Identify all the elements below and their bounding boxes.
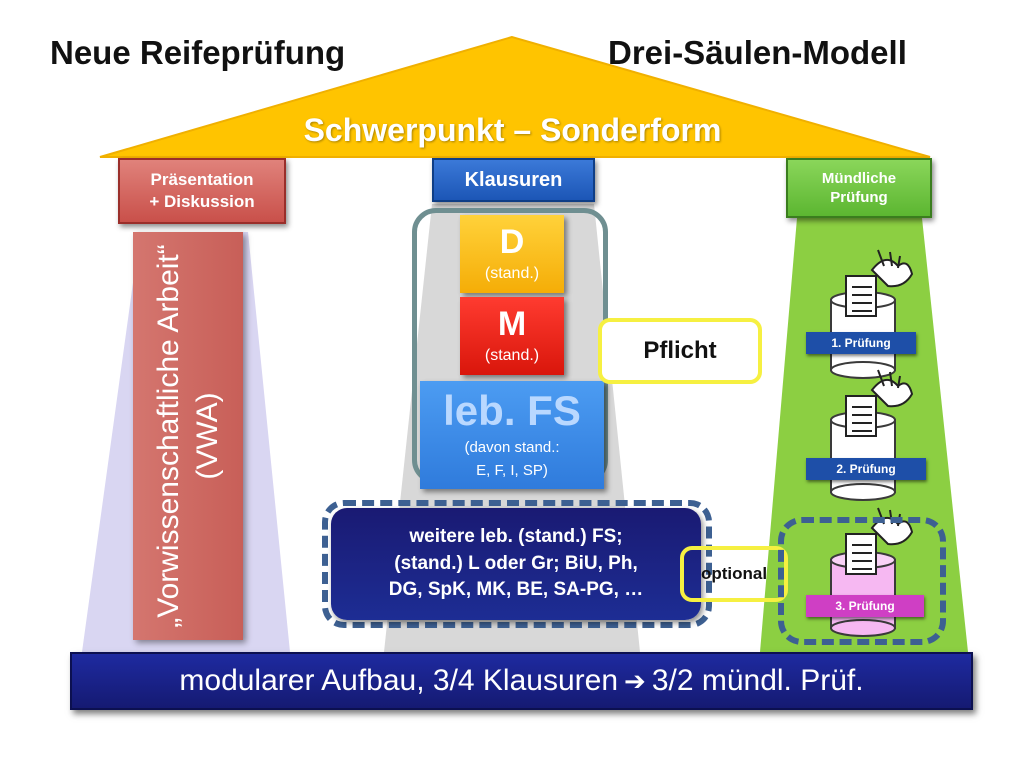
vwa-label: „Vorwissenschaftliche Arbeit“ (VWA)	[152, 244, 224, 628]
roof-label: Schwerpunkt – Sonderform	[303, 112, 722, 148]
exam-1-label: 1. Prüfung	[806, 332, 916, 354]
document-hand-icon-2	[845, 369, 914, 437]
footer-text-before: modularer Aufbau, 3/4 Klausuren	[179, 664, 619, 697]
pflicht-callout: Pflicht	[598, 318, 762, 384]
footer-bar: modularer Aufbau, 3/4 Klausuren ➔ 3/2 mü…	[70, 652, 973, 710]
subject-box-fs: leb. FS (davon stand.: E, F, I, SP)	[420, 381, 604, 489]
subject-d-note: (stand.)	[484, 264, 540, 282]
subject-box-d: D (stand.)	[460, 215, 564, 293]
optional-callout: optional	[680, 546, 788, 602]
vwa-box	[133, 232, 243, 640]
center-pillar-header-text: Klausuren	[464, 169, 563, 191]
exam-3-label: 3. Prüfung	[806, 595, 924, 617]
subject-m-label: M	[497, 305, 527, 344]
subject-d-label: D	[499, 223, 525, 262]
roof	[99, 35, 931, 158]
right-pillar-header: Mündliche Prüfung	[786, 158, 932, 218]
weitere-outline	[322, 500, 712, 628]
exam-2-label: 2. Prüfung	[806, 458, 926, 480]
document-hand-icon-3	[845, 507, 914, 575]
footer-text-after: 3/2 mündl. Prüf.	[651, 664, 864, 697]
right-pillar-header-text: Mündliche Prüfung	[821, 169, 897, 207]
document-hand-icon-1	[845, 249, 914, 317]
subject-m-note: (stand.)	[484, 346, 540, 364]
weitere-faecher-text: weitere leb. (stand.) FS; (stand.) L ode…	[388, 526, 644, 601]
subject-fs-note-1: (davon stand.:	[464, 438, 560, 456]
center-pillar-header: Klausuren	[432, 158, 595, 202]
title-left: Neue Reifeprüfung	[50, 34, 346, 71]
weitere-faecher-box: weitere leb. (stand.) FS; (stand.) L ode…	[331, 508, 701, 620]
left-pillar-header-text: Präsentation + Diskussion	[149, 169, 255, 211]
exam-3-outline	[778, 517, 946, 645]
title-right: Drei-Säulen-Modell	[608, 34, 907, 71]
subject-box-m: M (stand.)	[460, 297, 564, 375]
left-pillar-header: Präsentation + Diskussion	[118, 158, 286, 224]
subject-fs-label: leb. FS	[443, 387, 581, 435]
right-arrow-icon: ➔	[624, 665, 646, 696]
subject-fs-note-2: E, F, I, SP)	[476, 462, 548, 480]
